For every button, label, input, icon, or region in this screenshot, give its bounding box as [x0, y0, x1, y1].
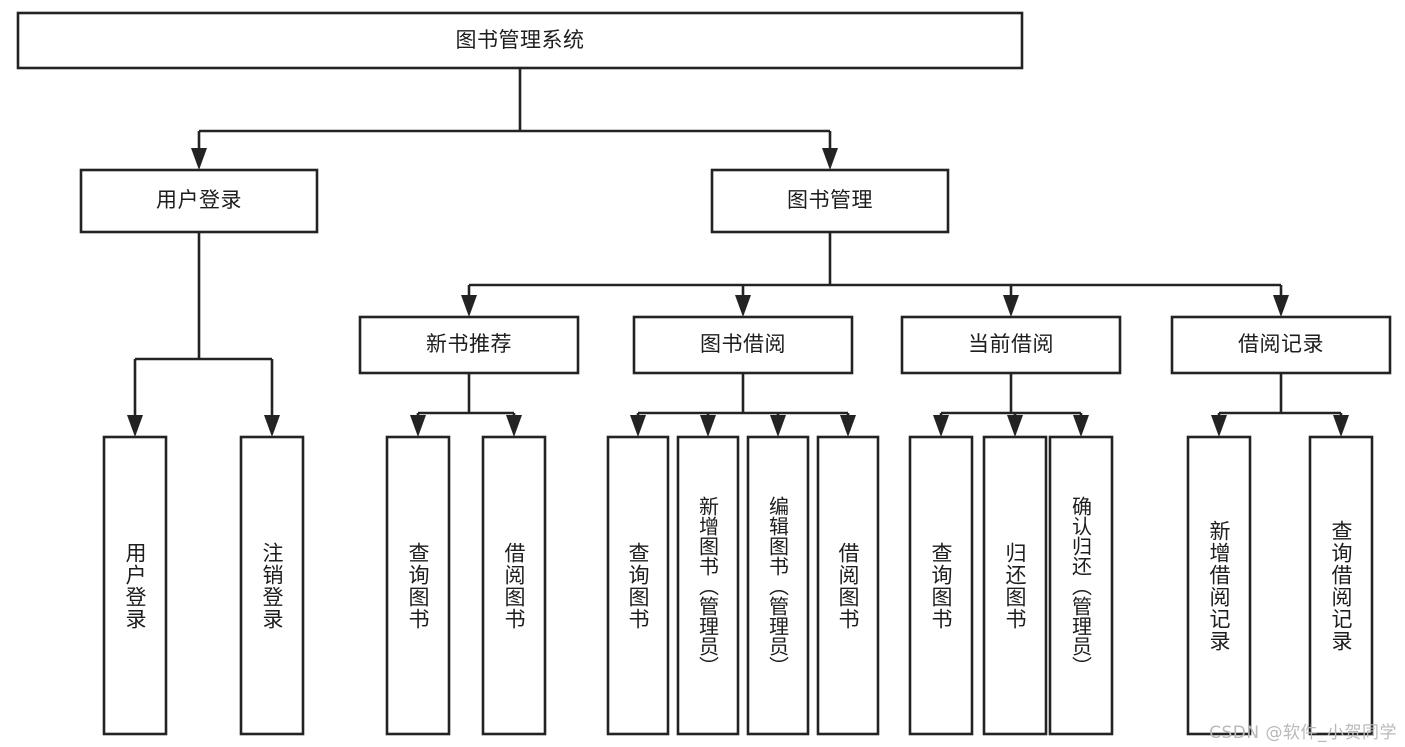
arrow-head-icon — [840, 415, 856, 437]
watermark-text: CSDN @软件_小贺同学 — [1209, 723, 1397, 743]
node-box-leaf-query-record[interactable] — [1308, 435, 1374, 736]
boxes-layer — [16, 11, 1392, 736]
arrow-head-icon — [506, 415, 522, 437]
arrow-head-icon — [127, 415, 143, 437]
arrow-head-icon — [770, 415, 786, 437]
node-box-leaf-add-record[interactable] — [1186, 435, 1252, 736]
node-box-new-book-rec[interactable] — [358, 315, 580, 375]
arrow-head-icon — [822, 148, 838, 170]
arrow-head-icon — [1333, 415, 1349, 437]
node-box-leaf-confirm-return[interactable] — [1048, 435, 1114, 736]
arrow-head-icon — [735, 295, 751, 317]
node-box-book-borrow[interactable] — [632, 315, 854, 375]
arrow-head-icon — [700, 415, 716, 437]
arrow-head-icon — [1211, 415, 1227, 437]
arrow-head-icon — [410, 415, 426, 437]
node-box-leaf-add-book[interactable] — [676, 435, 740, 736]
arrow-head-icon — [264, 415, 280, 437]
node-box-leaf-query-book-cur[interactable] — [908, 435, 974, 736]
node-box-leaf-return-book[interactable] — [982, 435, 1048, 736]
arrow-head-icon — [1273, 295, 1289, 317]
node-box-root[interactable] — [16, 11, 1024, 70]
edges-layer — [127, 68, 1349, 437]
arrow-head-icon — [1003, 295, 1019, 317]
arrow-head-icon — [1073, 415, 1089, 437]
node-box-leaf-borrow-book-rec[interactable] — [481, 435, 547, 736]
node-box-leaf-edit-book[interactable] — [746, 435, 810, 736]
node-box-user-login[interactable] — [79, 168, 319, 234]
node-box-leaf-borrow-book[interactable] — [816, 435, 880, 736]
arrow-head-icon — [933, 415, 949, 437]
node-box-leaf-user-login[interactable] — [102, 435, 168, 736]
node-box-current-borrow[interactable] — [900, 315, 1122, 375]
arrow-head-icon — [461, 295, 477, 317]
node-box-borrow-record[interactable] — [1170, 315, 1392, 375]
arrow-head-icon — [1007, 415, 1023, 437]
node-box-leaf-query-book-rec[interactable] — [385, 435, 451, 736]
node-box-leaf-query-book-borrow[interactable] — [606, 435, 670, 736]
node-box-book-manage[interactable] — [710, 168, 950, 234]
arrow-head-icon — [191, 148, 207, 170]
arrow-head-icon — [630, 415, 646, 437]
node-box-leaf-logout[interactable] — [239, 435, 305, 736]
